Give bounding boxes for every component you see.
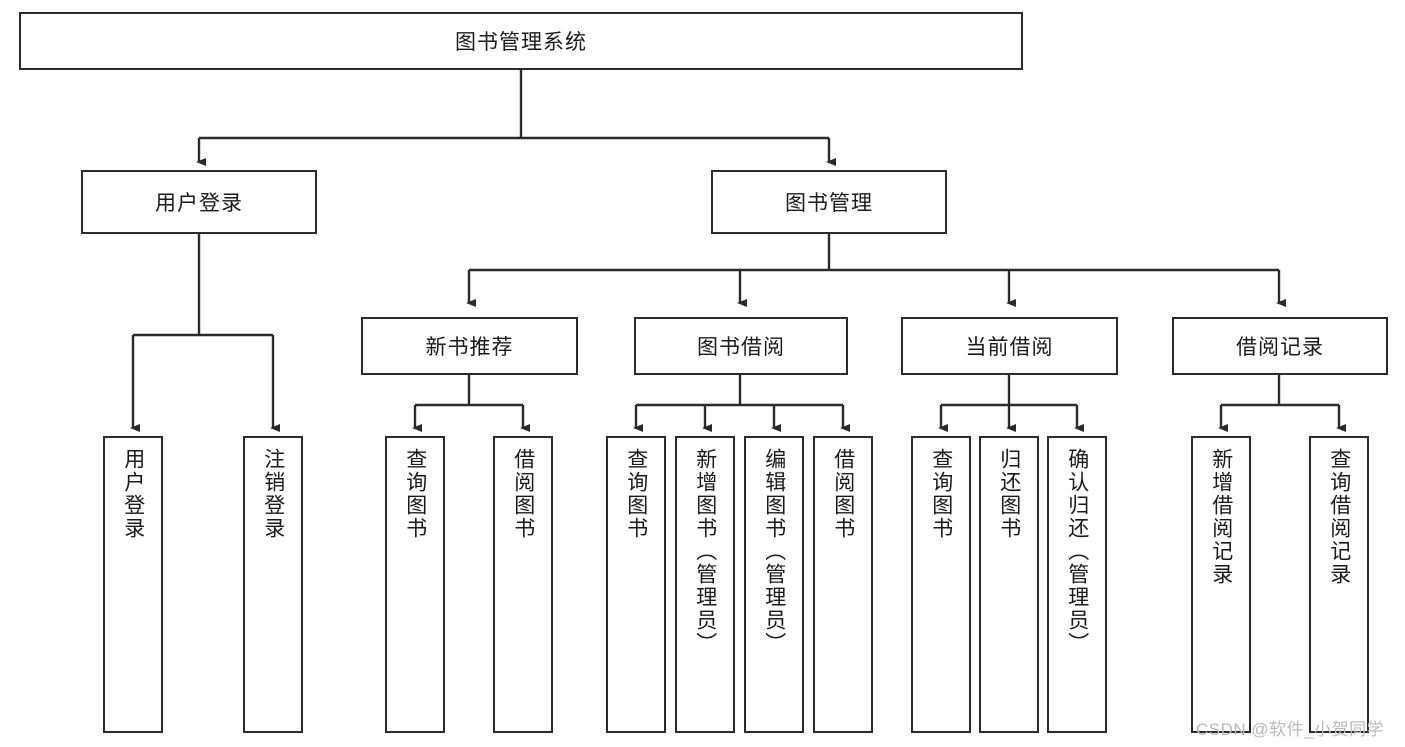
- leaf-label: 查询图书: [624, 448, 648, 540]
- leaf-label: 借阅图书: [511, 448, 535, 540]
- node-book-borrow[interactable]: 图书借阅: [634, 317, 848, 375]
- leaf-book-borrow-edit[interactable]: 编辑图书（管理员）: [744, 436, 804, 733]
- leaf-new-book-query[interactable]: 查询图书: [385, 436, 445, 733]
- leaf-current-borrow-query[interactable]: 查询图书: [911, 436, 971, 733]
- node-new-book-recommend[interactable]: 新书推荐: [361, 317, 578, 375]
- leaf-borrow-record-add[interactable]: 新增借阅记录: [1191, 436, 1251, 733]
- leaf-label: 编辑图书（管理员）: [762, 448, 786, 655]
- leaf-label: 用户登录: [121, 448, 145, 540]
- leaf-label: 借阅图书: [831, 448, 855, 540]
- leaf-label: 新增借阅记录: [1209, 448, 1233, 586]
- leaf-book-borrow-lend[interactable]: 借阅图书: [813, 436, 873, 733]
- node-user-login-label: 用户登录: [155, 192, 243, 215]
- node-new-book-recommend-label: 新书推荐: [425, 336, 514, 359]
- node-book-management-label: 图书管理: [785, 192, 873, 215]
- leaf-current-borrow-return[interactable]: 归还图书: [979, 436, 1039, 733]
- node-root[interactable]: 图书管理系统: [19, 12, 1023, 70]
- leaf-label: 查询图书: [929, 448, 953, 540]
- leaf-user-login-signout[interactable]: 注销登录: [243, 436, 303, 733]
- node-current-borrow-label: 当前借阅: [965, 336, 1054, 359]
- leaf-label: 查询图书: [403, 448, 427, 540]
- node-book-management[interactable]: 图书管理: [711, 170, 947, 234]
- leaf-label: 新增图书（管理员）: [693, 448, 717, 655]
- leaf-label: 注销登录: [261, 448, 285, 540]
- node-borrow-record-label: 借阅记录: [1236, 336, 1324, 359]
- leaf-label: 查询借阅记录: [1327, 448, 1351, 586]
- node-current-borrow[interactable]: 当前借阅: [901, 317, 1118, 375]
- leaf-label: 确认归还（管理员）: [1065, 448, 1089, 655]
- leaf-new-book-borrow[interactable]: 借阅图书: [493, 436, 553, 733]
- leaf-book-borrow-query[interactable]: 查询图书: [606, 436, 666, 733]
- leaf-book-borrow-add[interactable]: 新增图书（管理员）: [675, 436, 735, 733]
- leaf-borrow-record-query[interactable]: 查询借阅记录: [1309, 436, 1369, 733]
- node-root-label: 图书管理系统: [455, 31, 587, 54]
- csdn-watermark: CSDN @软件_小贺同学: [1196, 720, 1385, 739]
- leaf-user-login-signin[interactable]: 用户登录: [103, 436, 163, 733]
- node-book-borrow-label: 图书借阅: [697, 336, 785, 359]
- leaf-label: 归还图书: [997, 448, 1021, 540]
- leaf-current-borrow-confirm-return[interactable]: 确认归还（管理员）: [1047, 436, 1107, 733]
- node-user-login[interactable]: 用户登录: [81, 170, 317, 234]
- node-borrow-record[interactable]: 借阅记录: [1172, 317, 1388, 375]
